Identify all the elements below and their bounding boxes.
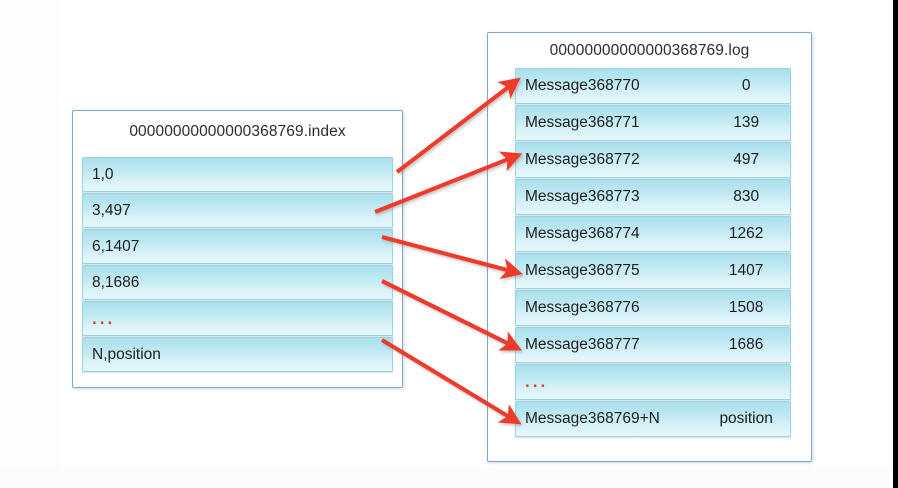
log-row-message: Message368772 [525, 151, 640, 168]
log-row-message: Message368773 [525, 188, 640, 205]
log-row[interactable]: Message368769+N position [515, 401, 791, 437]
index-row[interactable]: 6,1407 [82, 229, 393, 264]
log-row-position: 0 [741, 77, 751, 94]
log-row[interactable]: Message368771 139 [515, 105, 791, 141]
log-row-position: 1407 [728, 262, 764, 279]
index-row-label: 3,497 [92, 201, 131, 219]
log-row-message: Message368776 [525, 299, 640, 316]
index-row[interactable]: 3,497 [82, 193, 393, 228]
log-row-position: 1262 [728, 225, 764, 242]
index-row-label: 1,0 [92, 165, 114, 183]
log-row[interactable]: Message368777 1686 [515, 327, 791, 363]
index-ellipsis-label: ... [92, 308, 116, 328]
log-row-position: 1508 [728, 299, 764, 316]
index-row-label: 6,1407 [92, 237, 140, 255]
log-row[interactable]: Message368776 1508 [515, 290, 791, 326]
log-row-ellipsis: ... [515, 364, 791, 400]
log-row-message: Message368774 [525, 225, 640, 242]
log-row-position: 139 [733, 114, 760, 131]
right-edge-bar [893, 0, 898, 488]
index-row[interactable]: 1,0 [82, 157, 393, 192]
bottom-margin-band [0, 467, 893, 488]
log-row[interactable]: Message368770 0 [515, 68, 791, 104]
index-row[interactable]: 8,1686 [82, 265, 393, 300]
log-file-title: 00000000000000368769.log [549, 42, 750, 59]
index-row-label: 8,1686 [92, 273, 140, 291]
log-row[interactable]: Message368773 830 [515, 179, 791, 215]
log-row-position: position [719, 410, 773, 427]
log-row-message: Message368777 [525, 336, 640, 353]
log-row-position: 497 [733, 151, 760, 168]
log-row[interactable]: Message368775 1407 [515, 253, 791, 289]
log-ellipsis-label: ... [525, 372, 549, 391]
index-row[interactable]: N,position [82, 337, 393, 372]
log-row-message: Message368769+N [525, 410, 660, 427]
index-row-ellipsis: ... [82, 301, 393, 336]
log-row[interactable]: Message368774 1262 [515, 216, 791, 252]
index-file-title: 00000000000000368769.index [129, 123, 346, 140]
index-row-label: N,position [92, 345, 161, 363]
log-row-position: 1686 [728, 336, 764, 353]
log-row-message: Message368771 [525, 114, 640, 131]
log-row-message: Message368770 [525, 77, 640, 94]
log-row[interactable]: Message368772 497 [515, 142, 791, 178]
log-row-message: Message368775 [525, 262, 640, 279]
log-row-position: 830 [733, 188, 760, 205]
